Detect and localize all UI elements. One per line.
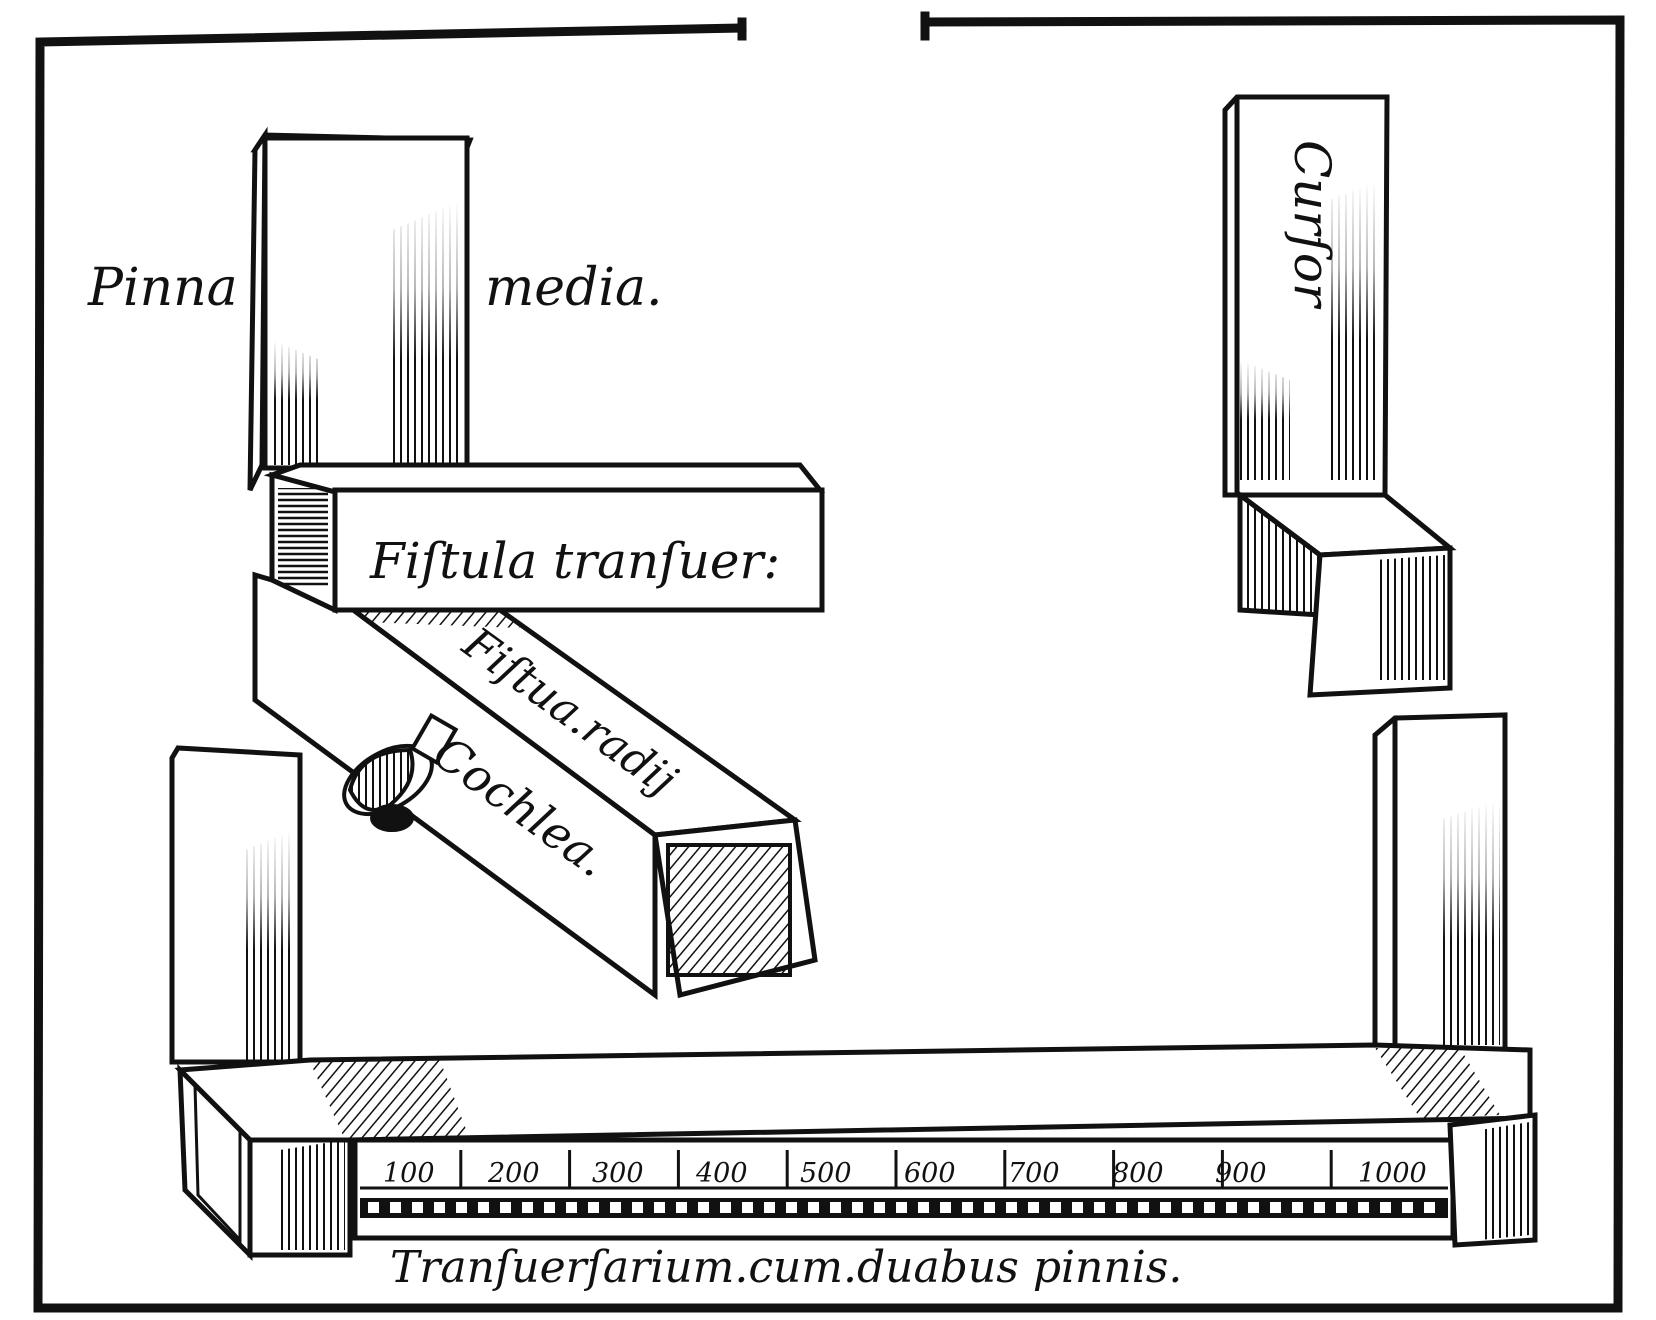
scale-dot	[1226, 1202, 1237, 1213]
scale-label-500: 500	[800, 1158, 852, 1189]
scale-dot	[588, 1202, 599, 1213]
scale-dot	[1248, 1202, 1259, 1213]
scale-dot	[1050, 1202, 1061, 1213]
scale-dot	[940, 1202, 951, 1213]
scale-dot	[456, 1202, 467, 1213]
label-pinna: Pinna	[87, 258, 238, 318]
scale-dot	[1204, 1202, 1215, 1213]
scale-label-200: 200	[487, 1158, 540, 1189]
scale-dot	[1072, 1202, 1083, 1213]
scale-labels: 100 200 300 400 500 600 700 800 900 1000	[383, 1158, 1427, 1189]
scale-label-300: 300	[592, 1158, 644, 1189]
scale-dot	[1116, 1202, 1127, 1213]
scale-dot	[434, 1202, 445, 1213]
scale-dot	[984, 1202, 995, 1213]
transuersarium-bar	[174, 1042, 1538, 1262]
scale-dot	[1336, 1202, 1347, 1213]
scale-dot	[1138, 1202, 1149, 1213]
scale-dot	[522, 1202, 533, 1213]
fistula-radij	[252, 571, 818, 1000]
scale-dot	[720, 1202, 731, 1213]
scale-dot	[1006, 1202, 1017, 1213]
scale-dot	[676, 1202, 687, 1213]
cursor-piece	[1222, 94, 1457, 698]
scale-dots	[368, 1202, 1435, 1213]
scale-dot	[830, 1202, 841, 1213]
cochlea-knob	[342, 712, 459, 832]
scale-label-700: 700	[1008, 1158, 1060, 1189]
scale-dot	[786, 1202, 797, 1213]
scale-label-900: 900	[1215, 1158, 1267, 1189]
scale-dot	[1182, 1202, 1193, 1213]
scale-dot	[1380, 1202, 1391, 1213]
scale-dot	[896, 1202, 907, 1213]
label-media: media.	[485, 258, 663, 318]
scale-dot	[566, 1202, 577, 1213]
scale-dot	[544, 1202, 555, 1213]
scale-dot	[1424, 1202, 1435, 1213]
scale-label-1000: 1000	[1358, 1158, 1427, 1189]
scale-label-400: 400	[695, 1158, 748, 1189]
scale-label-600: 600	[904, 1158, 956, 1189]
scale-label-800: 800	[1112, 1158, 1164, 1189]
scale-dot	[918, 1202, 929, 1213]
scale-dot	[1028, 1202, 1039, 1213]
scale-dot	[654, 1202, 665, 1213]
scale-dot	[632, 1202, 643, 1213]
left-pinna	[169, 745, 303, 1065]
scale-dot	[1094, 1202, 1105, 1213]
scale-dot	[852, 1202, 863, 1213]
scale-dot	[742, 1202, 753, 1213]
scale-dot	[1160, 1202, 1171, 1213]
right-pinna	[1372, 712, 1508, 1053]
scale-dot	[962, 1202, 973, 1213]
scale-dot	[1270, 1202, 1281, 1213]
scale-dot	[808, 1202, 819, 1213]
scale-dot	[610, 1202, 621, 1213]
scale-dot	[874, 1202, 885, 1213]
scale-ticks	[459, 1150, 1333, 1188]
label-cursor: Curſor	[1283, 140, 1341, 310]
scale-dot	[500, 1202, 511, 1213]
scale-dot	[390, 1202, 401, 1213]
label-fistula-transuer: Fiſtula tranſuer:	[369, 532, 780, 590]
scale-dot	[412, 1202, 423, 1213]
scale-dot	[1402, 1202, 1413, 1213]
scale-dot	[698, 1202, 709, 1213]
scale-dot	[1358, 1202, 1369, 1213]
caption: Tranſuerſarium.cum.duabus pinnis.	[390, 1242, 1182, 1293]
scale-dot	[1314, 1202, 1325, 1213]
scale-label-100: 100	[383, 1158, 435, 1189]
fistula-transuer	[263, 462, 826, 614]
scale-dot	[764, 1202, 775, 1213]
pinna-media	[247, 126, 474, 492]
frame	[33, 11, 1625, 1313]
scale-dot	[1292, 1202, 1303, 1213]
scale-dot	[478, 1202, 489, 1213]
scale-dot	[368, 1202, 379, 1213]
